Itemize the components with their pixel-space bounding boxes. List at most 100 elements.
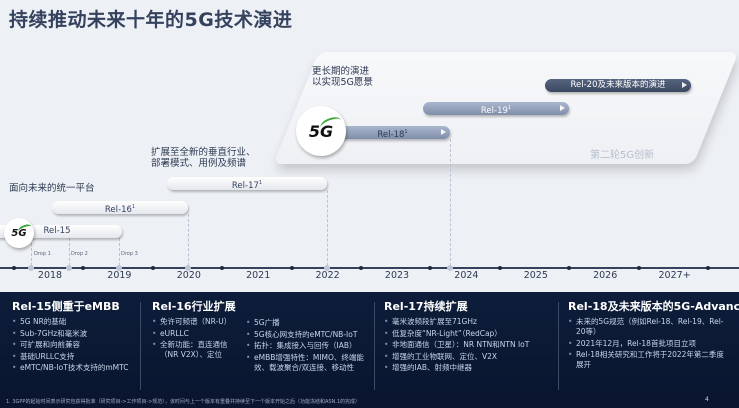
footer — [0, 396, 739, 408]
column-title: Rel-16行业扩展 — [152, 300, 236, 313]
rel19-footnote: 1 — [507, 105, 512, 111]
rel19-bar: Rel-191 — [423, 102, 569, 116]
milestone-dot — [324, 264, 330, 271]
drop3-line — [119, 238, 120, 266]
drop-label: Drop 1 — [34, 251, 51, 257]
page-title: 持续推动未来十年的5G技术演进 — [9, 9, 293, 31]
rel18-list: 未来的5G规范（例如Rel-18、Rel-19、Rel-20等） 2021年12月… — [568, 317, 728, 370]
axis-tick — [636, 265, 641, 270]
axis-tick — [220, 265, 225, 270]
5g-logo-text: 5G — [11, 227, 27, 239]
list-item: 全新功能：直连通信（NR V2X）、定位 — [152, 340, 240, 360]
list-item: 增强的工业物联网、定位、V2X — [384, 352, 554, 362]
year-label: 2022 — [315, 270, 340, 281]
rel16-label: Rel-16 — [104, 204, 132, 215]
year-label: 2018 — [37, 270, 63, 281]
year-label: 2021 — [246, 270, 271, 281]
5g-advanced-logo: 5G — [296, 106, 346, 156]
axis-tick — [706, 265, 710, 270]
rel16-list: 免许可频谱（NR-U） eURLLC全新功能：直连通信（NR V2X）、定位 — [152, 317, 240, 360]
summary-strip: Rel-15侧重于eMBB 5G NR的基础 Sub-7GHz和毫米波可扩展和向前… — [0, 292, 739, 396]
timeline-axis — [0, 267, 739, 269]
drop-label: Drop 2 — [71, 251, 88, 257]
drop1-line — [31, 238, 32, 266]
rel16-list-2: 5G广播 5G核心网支持的eMTC/NB-IoT拓扑：集成接入与回传（IAB） eM… — [246, 318, 371, 373]
year-label: 2023 — [384, 270, 410, 281]
rel17-end-line — [327, 190, 328, 266]
axis-tick — [428, 265, 433, 270]
list-item: 基础URLLC支持 — [12, 352, 142, 362]
list-item: 5G NR的基础 — [12, 317, 142, 327]
axis-tick — [289, 265, 294, 270]
list-item: eMBB增强特性：MIMO、终端能效、载波聚合/双连接、移动性 — [246, 353, 371, 373]
rel16-bar: Rel-161 — [52, 201, 188, 215]
year-label: 2020 — [176, 270, 201, 281]
5g-logo-small: 5G — [4, 218, 34, 248]
rel19-label: Rel-19 — [480, 105, 508, 116]
footnote: 1. 3GPP的起始时间表示研究包获得批准（研究项目->工作项目->规范），该时… — [6, 399, 361, 405]
list-item: 未来的5G规范（例如Rel-18、Rel-19、Rel-20等） — [568, 317, 728, 337]
drop2-line — [69, 238, 70, 266]
rel15-list: 5G NR的基础 Sub-7GHz和毫米波可扩展和向前兼容基础URLLC支持eMT… — [12, 317, 142, 373]
vertical-label: 扩展至全新的垂直行业、 部署模式、用例及频谱 — [151, 147, 256, 169]
rel17-footnote: 1 — [258, 180, 263, 186]
rel18-bar: Rel-181 — [335, 126, 450, 140]
list-item: 低复杂度“NR-Light”（RedCap） — [384, 329, 554, 339]
list-item: 2021年12月，Rel-18首批项目立项 — [568, 339, 728, 349]
list-item: 可扩展和向前兼容 — [12, 340, 142, 350]
column-title: Rel-18及未来版本的5G-Advanced — [568, 300, 739, 313]
list-item: Sub-7GHz和毫米波 — [12, 329, 142, 339]
milestone-dot — [116, 264, 122, 271]
list-item: Rel-18相关研究和工作将于2022年第二季度展开 — [568, 350, 728, 370]
rel16-footnote: 1 — [131, 204, 136, 210]
page-number: 4 — [705, 396, 709, 403]
list-item: 拓扑：集成接入与回传（IAB） — [246, 341, 371, 351]
rel17-list: 毫米波频段扩展至71GHz 低复杂度“NR-Light”（RedCap）非地面通信… — [384, 317, 554, 373]
rel16-summary: Rel-16行业扩展 免许可频谱（NR-U） eURLLC全新功能：直连通信（NR… — [152, 298, 240, 362]
milestone-dot — [28, 264, 34, 271]
list-item: eURLLC — [152, 329, 240, 339]
rel18-summary: Rel-18及未来版本的5G-Advanced 未来的5G规范（例如Rel-18… — [568, 298, 739, 372]
axis-tick — [150, 265, 155, 270]
axis-tick — [81, 265, 86, 270]
axis-tick — [497, 265, 502, 270]
rel18-label: Rel-18 — [377, 129, 405, 140]
list-item: 增强的IAB、射频中继器 — [384, 363, 554, 373]
5g-logo-text: 5G — [308, 121, 334, 141]
divider — [140, 302, 141, 390]
rel17-bar: Rel-171 — [167, 177, 327, 191]
milestone-dot — [66, 264, 72, 271]
list-item: 5G核心网支持的eMTC/NB-IoT — [246, 330, 371, 340]
milestone-dot — [447, 264, 453, 271]
divider — [558, 302, 559, 390]
rel18-footnote: 1 — [404, 129, 408, 135]
rel15-summary: Rel-15侧重于eMBB 5G NR的基础 Sub-7GHz和毫米波可扩展和向前… — [12, 298, 142, 375]
rel18-end-line — [450, 139, 451, 266]
list-item: eMTC/NB-IoT技术支持的mMTC — [12, 363, 142, 373]
list-item: 5G广播 — [246, 318, 371, 328]
list-item: 非地面通信（卫星）：NR NTN和NTN IoT — [384, 340, 554, 350]
axis-tick — [359, 265, 363, 270]
rel20-label: Rel-20及未来版本的演进 — [570, 80, 666, 90]
drop-label: Drop 3 — [121, 251, 138, 257]
year-label: 2024 — [454, 270, 479, 281]
rel20-bar: Rel-20及未来版本的演进 — [545, 79, 691, 92]
unified-label: 面向未来的统一平台 — [9, 183, 95, 194]
list-item: 免许可频谱（NR-U） — [152, 317, 240, 327]
axis-tick — [567, 265, 572, 270]
rel15-label: Rel-15 — [43, 226, 71, 236]
year-label: 2026 — [593, 270, 618, 281]
divider — [374, 302, 375, 390]
second-wave-label: 第二轮5G创新 — [590, 150, 655, 161]
year-label: 2025 — [523, 270, 548, 281]
year-label: 2027+ — [658, 270, 691, 281]
column-title: Rel-15侧重于eMBB — [12, 300, 120, 313]
longterm-label: 更长期的演进 以实现5G愿景 — [312, 66, 373, 88]
rel17-summary: Rel-17持续扩展 毫米波频段扩展至71GHz 低复杂度“NR-Light”（R… — [384, 298, 554, 375]
list-item: 毫米波频段扩展至71GHz — [384, 317, 554, 327]
year-label: 2019 — [107, 270, 132, 281]
axis-tick — [12, 265, 16, 270]
rel16-end-line — [188, 214, 189, 266]
rel17-label: Rel-17 — [231, 180, 259, 191]
column-title: Rel-17持续扩展 — [384, 300, 468, 313]
